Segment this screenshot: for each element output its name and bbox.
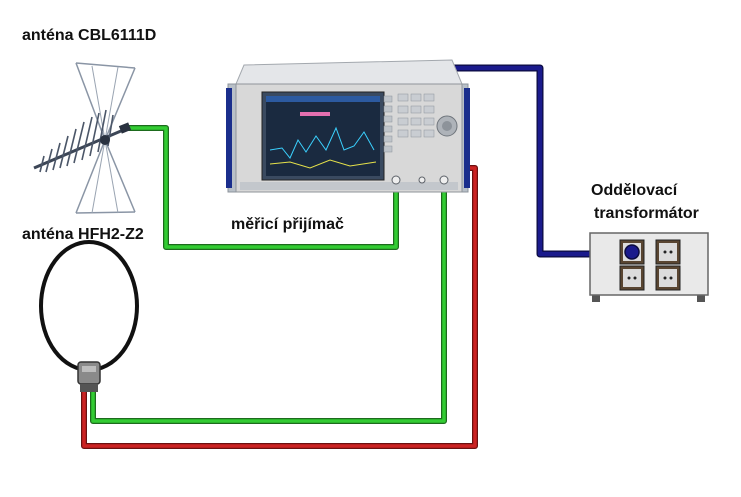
loop-antenna-icon	[39, 240, 139, 392]
isolation-transformer-icon	[589, 232, 709, 302]
receiver-label: měřicí přijímač	[231, 216, 344, 233]
green-cable-antenna-to-receiver	[128, 125, 399, 250]
antenna-loop-label: anténa HFH2-Z2	[22, 226, 144, 243]
red-cable-loop-to-receiver	[81, 165, 478, 449]
blue-cable-receiver-to-transformer	[444, 64, 632, 258]
transformer-label-line1: Oddělovací	[591, 182, 678, 199]
log-periodic-antenna-icon	[33, 62, 136, 214]
transformer-label-line2: transformátor	[594, 205, 699, 222]
emi-receiver-icon	[226, 59, 470, 193]
green-cable-loop-to-receiver	[90, 182, 447, 424]
antenna-biconical-label: anténa CBL6111D	[22, 27, 157, 44]
